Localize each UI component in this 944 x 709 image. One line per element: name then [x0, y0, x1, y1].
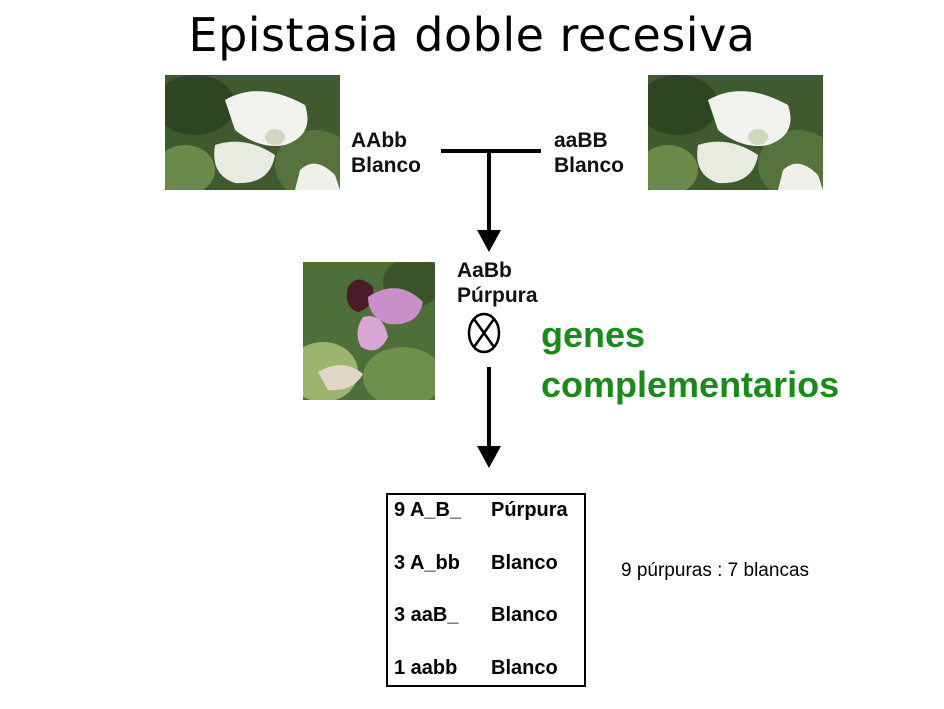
parent-left-photo	[165, 75, 340, 190]
row-genotype: 3 aaB_	[394, 604, 491, 627]
row-genotype: 9 A_B_	[394, 499, 491, 522]
parent-left-genotype: AAbb	[351, 128, 421, 153]
f1-photo	[303, 262, 435, 400]
arrow-to-f2-icon	[477, 446, 501, 468]
phenotype-ratio: 9 púrpuras : 7 blancas	[621, 560, 809, 582]
f2-results-table: 9 A_B_ Púrpura 3 A_bb Blanco 3 aaB_ Blan…	[386, 493, 586, 687]
page-title: Epistasia doble recesiva	[0, 8, 944, 62]
table-row: 3 A_bb Blanco	[394, 552, 584, 605]
row-genotype: 1 aabb	[394, 657, 491, 680]
parent-right-genotype: aaBB	[554, 128, 624, 153]
table-row: 1 aabb Blanco	[394, 657, 584, 709]
table-row: 3 aaB_ Blanco	[394, 604, 584, 657]
f2-vertical-line	[487, 367, 491, 449]
row-genotype: 3 A_bb	[394, 552, 491, 575]
annotation-line2: complementarios	[541, 360, 839, 410]
row-phenotype: Blanco	[491, 552, 558, 575]
table-row: 9 A_B_ Púrpura	[394, 499, 584, 552]
parent-left-phenotype: Blanco	[351, 153, 421, 178]
cross-vertical-line	[487, 151, 491, 233]
f1-label: AaBb Púrpura	[457, 258, 538, 308]
arrow-to-f1-icon	[477, 230, 501, 252]
complementary-genes-annotation: genes complementarios	[541, 310, 839, 410]
row-phenotype: Blanco	[491, 604, 558, 627]
parent-right-phenotype: Blanco	[554, 153, 624, 178]
row-phenotype: Blanco	[491, 657, 558, 680]
selfing-cross-icon	[467, 312, 501, 354]
cross-horizontal-line	[441, 149, 541, 153]
f1-genotype: AaBb	[457, 258, 538, 283]
f1-phenotype: Púrpura	[457, 283, 538, 308]
parent-right-label: aaBB Blanco	[554, 128, 624, 178]
row-phenotype: Púrpura	[491, 499, 568, 522]
parent-right-photo	[648, 75, 823, 190]
annotation-line1: genes	[541, 310, 839, 360]
parent-left-label: AAbb Blanco	[351, 128, 421, 178]
